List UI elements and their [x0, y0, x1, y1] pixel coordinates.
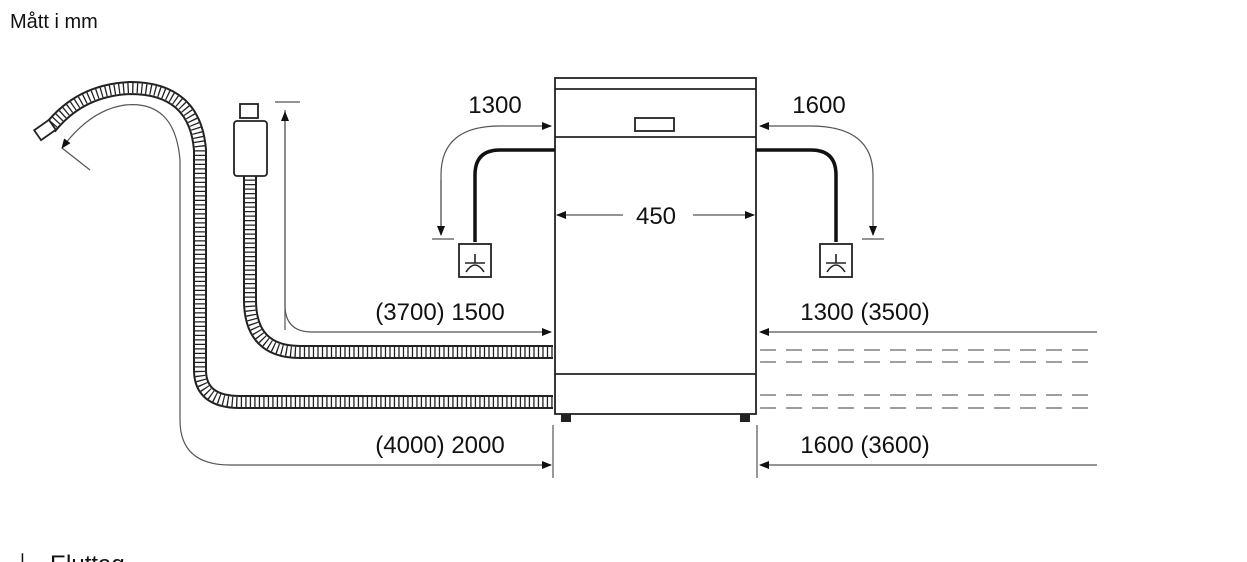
drain-right-label: 1600 (3600) — [800, 432, 929, 459]
left-foot — [561, 414, 571, 422]
power-left-label: 1300 — [468, 92, 521, 119]
drain-left-dim — [179, 419, 552, 469]
drain-hose — [32, 80, 553, 409]
drain-left-label: (4000) 2000 — [375, 432, 504, 459]
power-right-label: 1600 — [792, 92, 845, 119]
power-left-dim — [440, 122, 552, 232]
aquastop-valve — [233, 120, 268, 177]
inlet-left-label: (3700) 1500 — [375, 299, 504, 326]
dishwasher-front — [554, 77, 757, 422]
diagram-title: Mått i mm — [10, 11, 98, 33]
inlet-hose — [233, 103, 553, 359]
tap-connector — [239, 103, 259, 119]
power-right-dim — [759, 122, 874, 176]
right-foot — [740, 414, 750, 422]
drain-hose-end — [32, 118, 58, 142]
width-label: 450 — [636, 203, 676, 230]
drain-left-dim-curve — [61, 104, 181, 420]
power-cord-left — [473, 148, 555, 242]
socket-icon-left — [458, 243, 492, 278]
socket-icon-right — [819, 243, 853, 278]
power-cord-right — [756, 148, 838, 242]
inlet-right-label: 1300 (3500) — [800, 299, 929, 326]
socket-legend-symbol: ⊥ — [12, 549, 33, 562]
socket-legend-label: Eluttag — [50, 551, 125, 562]
display-panel — [634, 117, 675, 132]
